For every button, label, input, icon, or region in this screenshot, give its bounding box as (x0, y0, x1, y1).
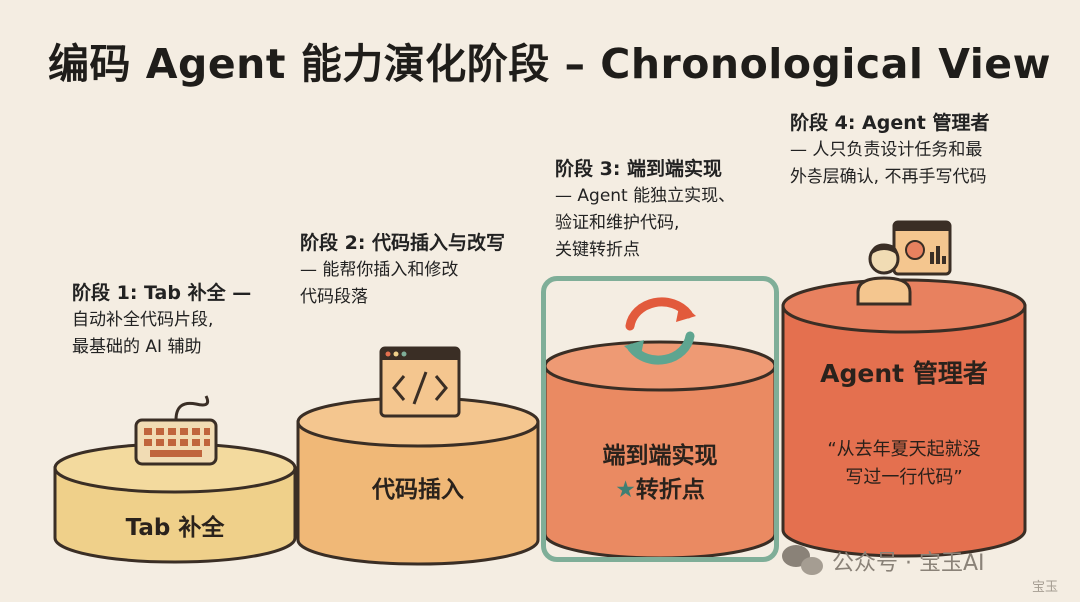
stage-3-turning-point-label: 转折点 (635, 477, 705, 503)
stage-1-cylinder (53, 442, 297, 564)
stage-2-caption: 阶段 2: 代码插入与改写 — 能帮你插入和修改 代码段落 (300, 230, 505, 311)
stage-2-label: 代码插入 (372, 477, 464, 503)
stage-3-caption-line: 关键转折点 (555, 240, 640, 260)
stage-4-caption: 阶段 4: Agent 管理者 — 人只负责设计任务和最 外층层确认, 不再手写… (790, 110, 989, 191)
stage-3-caption-line: — Agent 能独立实现、 (555, 186, 736, 206)
refresh-cycle-icon (624, 297, 696, 365)
page-title: 编码 Agent 能力演化阶段 – Chronological View (48, 40, 1051, 88)
star-icon: ★ (615, 477, 636, 503)
stage-1-label: Tab 补全 (125, 515, 225, 541)
stage-2-caption-line: 代码段落 (300, 287, 368, 307)
stage-3-label-line2: ★转折点 (545, 470, 775, 504)
stage-1-caption: 阶段 1: Tab 补全 — 自动补全代码片段, 最基础的 AI 辅助 (72, 280, 251, 361)
wechat-icon (782, 545, 823, 575)
stage-4-label: Agent 管理者 (820, 359, 988, 388)
manager-avatar-icon (856, 220, 952, 306)
turning-point-highlight-frame (541, 276, 779, 562)
stage-1-caption-line: 最基础的 AI 辅助 (72, 337, 202, 357)
keyboard-icon (134, 395, 218, 466)
stage-2-cylinder (296, 396, 540, 566)
stage-4-quote-line: 写过一行代码” (845, 467, 963, 488)
stage-4-cylinder (781, 278, 1027, 558)
watermark-text: 公众号 · 宝玉AI (832, 551, 985, 576)
stage-2-caption-line: — 能帮你插入和修改 (300, 260, 459, 280)
code-window-icon (379, 346, 461, 418)
watermark-subtext: 宝玉 (1032, 580, 1059, 595)
stage-4-caption-line: — 人只负责设计任务和最 (790, 140, 983, 160)
stage-3-caption-head: 阶段 3: 端到端实现 (555, 158, 723, 180)
stage-4-quote: “从去年夏天起就没 写过一行代码” (783, 436, 1025, 492)
stage-3-label: 端到端实现 (602, 443, 718, 469)
stage-2-caption-head: 阶段 2: 代码插入与改写 (300, 232, 506, 254)
stage-1-caption-line: 自动补全代码片段, (72, 310, 214, 330)
stage-3-cylinder (543, 340, 777, 560)
stage-1-caption-head: 阶段 1: Tab 补全 — (72, 282, 252, 304)
stage-3-caption: 阶段 3: 端到端实现 — Agent 能独立实现、 验证和维护代码, 关键转折… (555, 156, 735, 264)
stage-4-caption-line: 外층层确认, 不再手写代码 (790, 167, 987, 187)
stage-4-caption-head: 阶段 4: Agent 管理者 (790, 112, 990, 134)
stage-3-caption-line: 验证和维护代码, (555, 213, 680, 233)
stage-4-quote-line: “从去年夏天起就没 (827, 439, 981, 460)
